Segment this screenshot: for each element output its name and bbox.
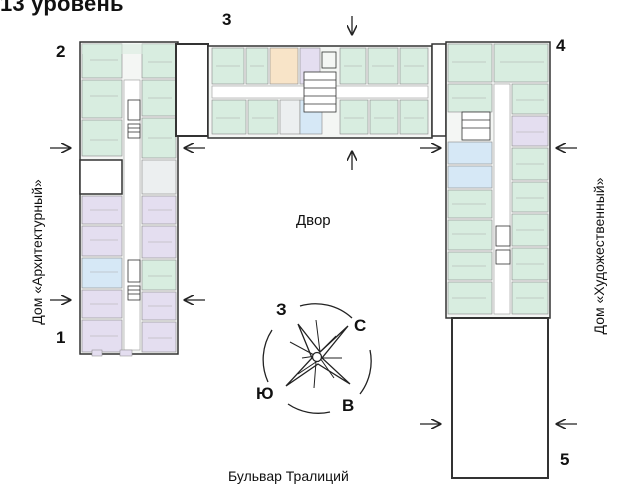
boulevard-label: Бульвар Тралиций bbox=[228, 468, 349, 484]
level-title: 13 уровень bbox=[0, 0, 124, 16]
left-building-label: Дом «Архитектурный» bbox=[29, 179, 45, 325]
compass-north-label: С bbox=[354, 316, 367, 335]
compass-rose bbox=[262, 303, 372, 414]
section-number-2: 2 bbox=[56, 42, 66, 61]
top-wing bbox=[207, 45, 433, 139]
section-5-block bbox=[451, 317, 549, 479]
section-number-1: 1 bbox=[56, 328, 66, 347]
passage-block bbox=[175, 43, 209, 137]
courtyard-label: Двор bbox=[296, 212, 331, 229]
section-number-5: 5 bbox=[560, 450, 570, 469]
right-wing bbox=[445, 41, 551, 319]
section-number-4: 4 bbox=[556, 36, 566, 55]
compass-east-label: В bbox=[342, 396, 355, 415]
entrance-arrows bbox=[50, 16, 577, 424]
right-building-label: Дом «Художественный» bbox=[591, 177, 607, 335]
left-wing bbox=[79, 41, 179, 357]
compass-west-label: З bbox=[276, 300, 287, 319]
compass-south-label: Ю bbox=[256, 384, 274, 403]
connector-block bbox=[431, 43, 447, 137]
section-number-3: 3 bbox=[222, 10, 232, 29]
